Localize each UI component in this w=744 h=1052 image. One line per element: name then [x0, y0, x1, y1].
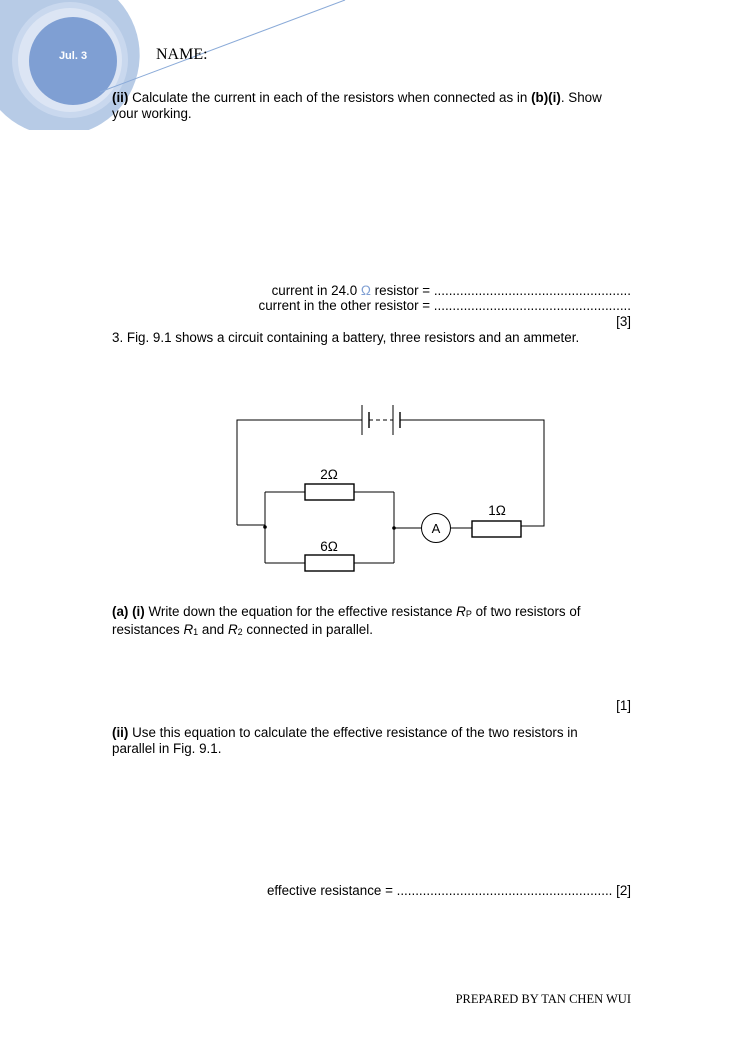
- resistor-2-ohm: [304, 483, 355, 501]
- ammeter: [421, 513, 451, 543]
- ammeter-label: A: [432, 521, 441, 536]
- question-a-ii: (ii) Use this equation to calculate the …: [112, 725, 578, 756]
- answer-line-other-resistor: current in the other resistor = ........…: [258, 298, 631, 313]
- answer-line-24-ohm: current in 24.0 Ω resistor = ...........…: [271, 283, 631, 298]
- junction-left: [263, 525, 267, 529]
- date-badge: Jul. 3: [58, 50, 88, 62]
- circuit-diagram: 2Ω 6Ω 1Ω A: [236, 405, 545, 572]
- footer-credit: PREPARED BY TAN CHEN WUI: [455, 992, 631, 1006]
- name-label: NAME:: [156, 46, 208, 63]
- resistor-1-ohm: [471, 520, 522, 538]
- question-3-intro: 3. Fig. 9.1 shows a circuit containing a…: [112, 330, 580, 345]
- marks-1: [1]: [616, 698, 631, 713]
- junction-right: [392, 526, 396, 530]
- label-2-ohm: 2Ω: [320, 467, 338, 482]
- marks-3: [3]: [616, 314, 631, 329]
- header-decoration: [0, 0, 346, 130]
- question-label: (ii): [112, 90, 129, 105]
- resistor-6-ohm: [304, 554, 355, 572]
- answer-line-effective-resistance: effective resistance = .................…: [266, 883, 631, 898]
- question-b-ii: (ii) Calculate the current in each of th…: [112, 90, 602, 121]
- label-6-ohm: 6Ω: [320, 539, 338, 554]
- label-1-ohm: 1Ω: [488, 503, 506, 518]
- question-a-i: (a) (i) Write down the equation for the …: [112, 604, 581, 637]
